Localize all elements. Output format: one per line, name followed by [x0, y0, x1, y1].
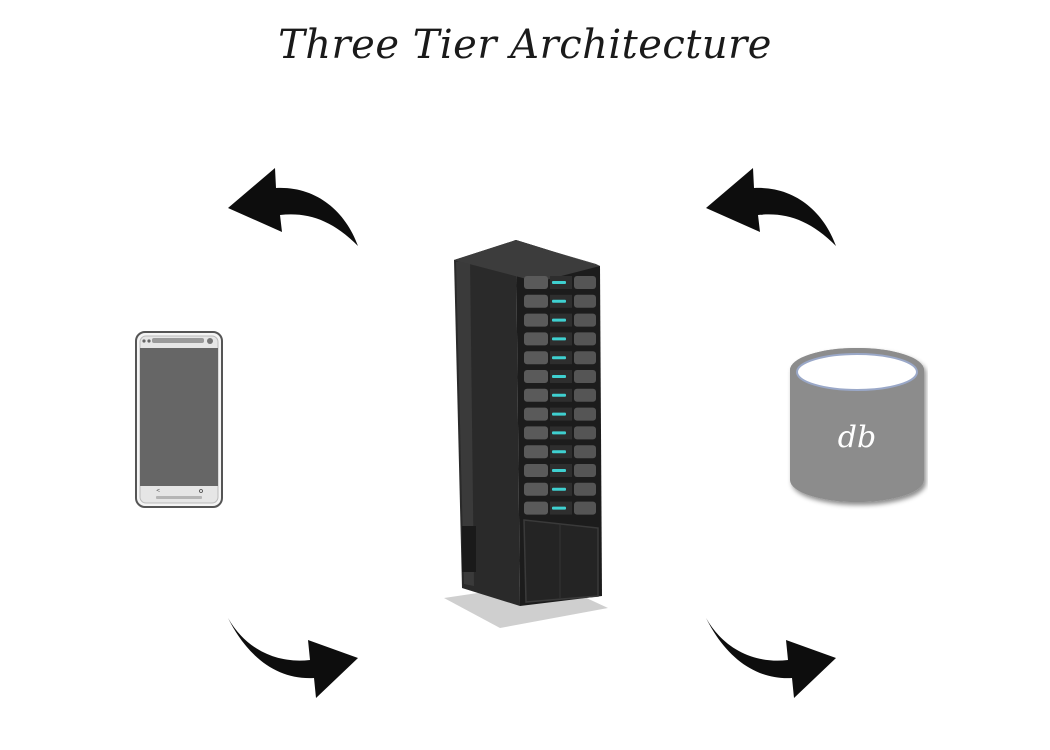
db-to-server-arrow: [706, 168, 836, 246]
rack-unit: [524, 276, 596, 289]
rack-unit: [524, 464, 596, 477]
rack-unit: [524, 313, 596, 327]
status-led: [552, 393, 566, 397]
rack-unit: [524, 426, 596, 440]
status-led: [552, 412, 566, 416]
server-rack-icon: [444, 240, 608, 628]
status-led: [552, 450, 566, 454]
database-icon: [790, 348, 924, 502]
curved-arrow-right-icon: [706, 618, 836, 698]
svg-text:<: <: [156, 488, 160, 494]
status-led: [552, 281, 566, 284]
status-led: [552, 506, 566, 510]
status-led: [552, 487, 566, 491]
rack-unit: [524, 388, 596, 402]
curved-arrow-right-icon: [228, 618, 358, 698]
status-led: [552, 431, 566, 435]
server-to-db-arrow: [706, 618, 836, 698]
diagram-title: Three Tier Architecture: [278, 22, 772, 68]
client-to-server-arrow: [228, 618, 358, 698]
server-to-client-arrow: [228, 168, 358, 246]
rack-unit: [524, 370, 596, 383]
status-led: [552, 299, 566, 303]
smartphone-icon: <: [135, 331, 223, 508]
rack-unit: [524, 294, 596, 308]
status-led: [552, 469, 566, 472]
status-led: [552, 356, 566, 360]
rack-unit: [524, 501, 596, 515]
rack-unit: [524, 351, 596, 365]
rack-unit: [524, 407, 596, 421]
curved-arrow-left-icon: [706, 168, 836, 246]
status-led: [552, 318, 566, 322]
rack-unit: [524, 445, 596, 459]
status-led: [552, 337, 566, 341]
status-led: [552, 375, 566, 378]
curved-arrow-left-icon: [228, 168, 358, 246]
rack-unit: [524, 332, 596, 346]
database-label: db: [837, 420, 877, 455]
rack-unit: [524, 482, 596, 496]
